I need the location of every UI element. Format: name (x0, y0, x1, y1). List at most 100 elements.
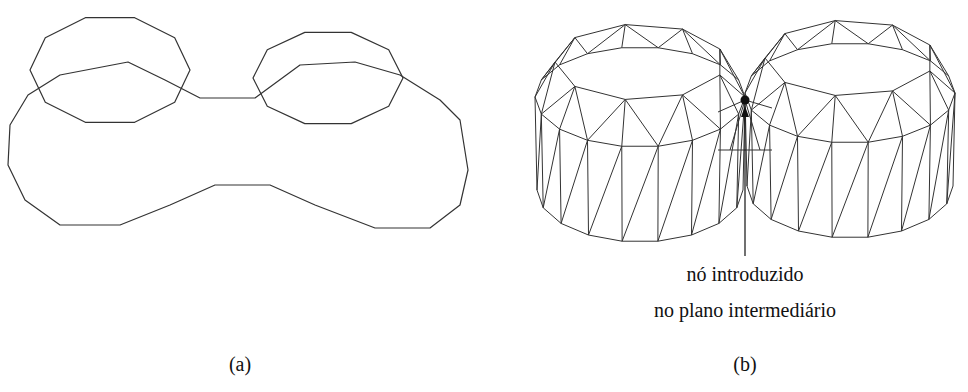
mesh-edge (720, 75, 739, 114)
mesh-edge (720, 75, 745, 97)
mesh-edge (893, 71, 930, 91)
mesh-edge (543, 129, 559, 208)
mesh-edge (751, 82, 785, 110)
mesh-edge (747, 186, 753, 204)
mesh-edge (770, 50, 798, 61)
inserted-node-dot (741, 96, 750, 105)
mesh-edge (588, 99, 626, 140)
mesh-edge (929, 71, 931, 125)
annotation-text: nó introduzido (686, 262, 803, 286)
mesh-edge (832, 237, 868, 238)
mesh-edge (929, 110, 949, 219)
mesh-edge (692, 140, 693, 235)
mesh-edge (657, 146, 658, 241)
mesh-edge (561, 140, 587, 223)
mesh-edge (893, 91, 903, 136)
annotation-text: no plano intermediário (654, 298, 836, 322)
mesh-edge (835, 95, 868, 142)
mesh-edge (929, 125, 931, 219)
mesh-edge (575, 86, 625, 99)
mesh-edge (560, 129, 588, 140)
mesh-edge (868, 25, 892, 44)
mesh-edge (832, 142, 868, 143)
mesh-edge (589, 146, 622, 235)
mesh-edge (658, 95, 682, 146)
mesh-edge (902, 125, 931, 231)
mesh-edge (868, 44, 902, 50)
mesh-edge (831, 142, 832, 237)
mesh-edge (867, 142, 868, 237)
mesh-edge (719, 75, 721, 129)
mesh-edge (868, 91, 892, 142)
mesh-edge (683, 95, 721, 129)
mesh-edge (537, 190, 543, 208)
mesh-edge (832, 95, 835, 142)
mesh-edge (658, 235, 692, 241)
mesh-edge (575, 86, 588, 140)
mesh-edge (720, 49, 745, 97)
mesh-edge (719, 129, 721, 223)
mesh-edge (658, 29, 682, 48)
mesh-edge (535, 62, 555, 97)
mesh-edge (560, 54, 588, 65)
mesh-edge (730, 100, 745, 150)
mesh-edge (798, 136, 832, 142)
mesh-edge (658, 140, 692, 146)
mesh-edge (832, 142, 868, 237)
mesh-edge (753, 204, 771, 220)
mesh-edge (835, 21, 868, 44)
mesh-edge (785, 34, 798, 50)
mesh-edge (625, 25, 682, 30)
mesh-edge (621, 146, 622, 241)
mesh-edge (588, 48, 622, 54)
mesh-edge (719, 49, 720, 75)
mesh-edge (541, 38, 575, 80)
mesh-edge (832, 43, 868, 44)
mesh-edge (930, 71, 955, 93)
mesh-edge (902, 136, 903, 231)
mesh-edge (785, 82, 835, 95)
mesh-edge (798, 21, 836, 50)
mesh-edge (692, 129, 721, 235)
mesh-edge (622, 146, 658, 241)
panel-label: (a) (229, 352, 251, 376)
mesh-edge (683, 75, 720, 95)
mesh-edge (622, 99, 625, 146)
mesh-edge (535, 97, 541, 114)
mesh-edge (771, 219, 798, 231)
mesh-edge (798, 95, 836, 136)
mesh-edge (745, 58, 765, 93)
mesh-edge (692, 223, 719, 235)
mesh-edge (798, 136, 799, 231)
mesh-edge (693, 54, 721, 65)
mesh-edge (625, 25, 658, 48)
mesh-edge (622, 241, 658, 242)
mesh-edge (543, 208, 561, 224)
mesh-edge (589, 235, 623, 241)
mesh-edge (658, 48, 692, 54)
contour-right (253, 32, 403, 123)
mesh-edge (770, 34, 785, 61)
mesh-edge (537, 114, 541, 190)
mesh-edge (785, 82, 798, 136)
mesh-edge (893, 25, 903, 50)
mesh-edge (745, 100, 760, 150)
mesh-edge (770, 125, 772, 219)
mesh-edge (575, 25, 625, 38)
mesh-edge (835, 91, 892, 96)
mesh-edge (658, 140, 693, 241)
mesh-edge (625, 99, 658, 146)
mesh-edge (588, 140, 622, 146)
mesh-edge (622, 47, 658, 48)
mesh-edge (751, 34, 785, 76)
mesh-edge (893, 25, 930, 45)
mesh-edge (561, 223, 588, 235)
leader-line (744, 112, 745, 256)
mesh-edge (535, 97, 537, 190)
mesh-edge (930, 45, 955, 93)
panel-label: (b) (733, 352, 756, 376)
mesh-edge (622, 146, 658, 147)
mesh-edge (798, 44, 832, 50)
mesh-edge (832, 21, 835, 44)
